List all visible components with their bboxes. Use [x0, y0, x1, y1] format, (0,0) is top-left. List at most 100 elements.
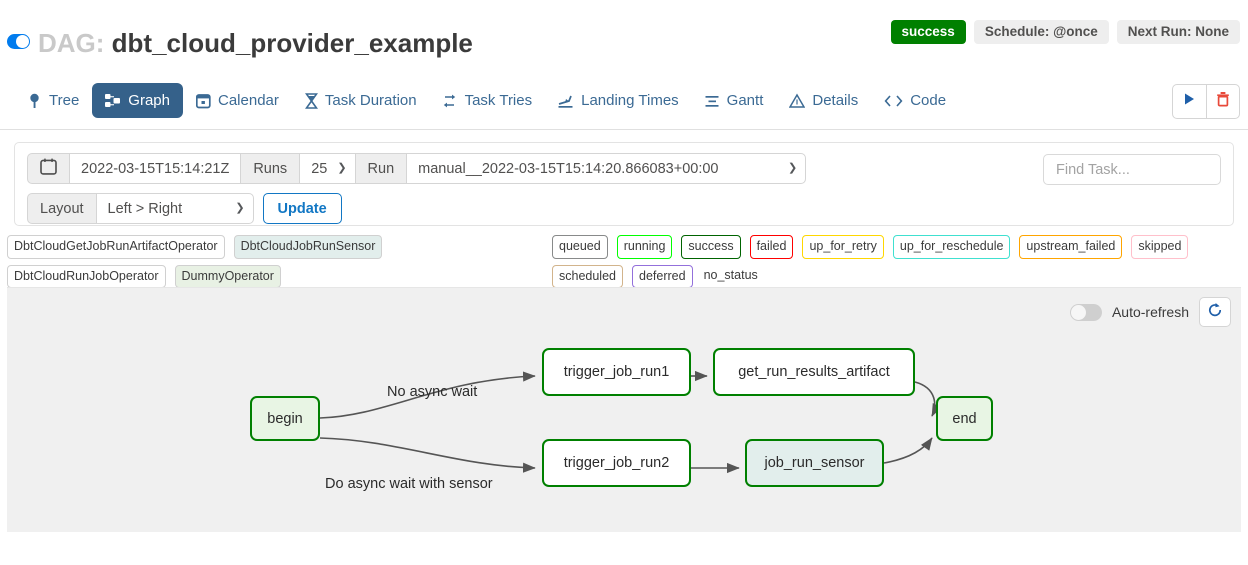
chevron-down-icon: ❯ [235, 202, 245, 214]
tab-calendar-label: Calendar [218, 92, 279, 109]
tab-task-tries-label: Task Tries [464, 92, 533, 109]
gantt-icon [705, 93, 720, 109]
graph-node-trigger-job-run1[interactable]: trigger_job_run1 [542, 348, 691, 396]
state-chip-skipped[interactable]: skipped [1131, 235, 1189, 259]
code-icon [884, 94, 903, 108]
state-chip-deferred[interactable]: deferred [632, 264, 693, 288]
tab-graph-label: Graph [128, 92, 170, 109]
graph-node-begin[interactable]: begin [250, 396, 320, 441]
page-title: DAG: dbt_cloud_provider_example [38, 28, 473, 59]
graph-refresh-controls: Auto-refresh [1069, 297, 1231, 327]
calendar-icon [196, 93, 211, 109]
operator-chip[interactable]: DbtCloudRunJobOperator [7, 264, 166, 288]
header-badges: success Schedule: @once Next Run: None [890, 20, 1240, 44]
chevron-down-icon: ❯ [787, 162, 798, 174]
runs-label: Runs [241, 153, 300, 184]
trash-icon [1216, 91, 1230, 112]
run-select-value: manual__2022-03-15T15:14:20.866083+00:00 [418, 160, 719, 177]
state-chip-running[interactable]: running [616, 235, 673, 259]
page-title-prefix: DAG: [38, 28, 105, 58]
trigger-dag-button[interactable] [1173, 85, 1206, 118]
layout-group: Layout Left > Right ❯ [27, 193, 254, 224]
auto-refresh-label: Auto-refresh [1111, 304, 1189, 320]
tab-graph[interactable]: Graph [92, 83, 183, 118]
layout-select[interactable]: Left > Right ❯ [95, 193, 254, 224]
filter-row-layout: Layout Left > Right ❯ Update [27, 193, 1221, 224]
runs-count-select[interactable]: 25 ❯ [299, 153, 356, 184]
tab-gantt[interactable]: Gantt [692, 83, 777, 118]
tab-task-duration[interactable]: Task Duration [292, 83, 430, 118]
calendar-icon [40, 158, 57, 179]
landing-icon [558, 93, 574, 109]
legend-area: DbtCloudGetJobRunArtifactOperator DbtClo… [7, 235, 1241, 288]
tab-task-tries[interactable]: Task Tries [430, 83, 546, 118]
edge-label-no-async-wait: No async wait [387, 384, 478, 400]
filter-toolbar: 2022-03-15T15:14:21Z Runs 25 ❯ Run manua… [14, 142, 1234, 226]
schedule-badge[interactable]: Schedule: @once [973, 20, 1109, 44]
graph-node-get-run-results-artifact[interactable]: get_run_results_artifact [713, 348, 915, 396]
dag-action-buttons [1172, 84, 1240, 119]
layout-label: Layout [27, 193, 96, 224]
state-chip-no-status[interactable]: no_status [703, 267, 758, 282]
operator-legend: DbtCloudGetJobRunArtifactOperator DbtClo… [7, 235, 537, 288]
operator-chip[interactable]: DbtCloudJobRunSensor [233, 235, 383, 259]
graph-node-trigger-job-run2[interactable]: trigger_job_run2 [542, 439, 691, 487]
tab-code[interactable]: Code [871, 83, 959, 118]
date-picker-button[interactable] [27, 153, 69, 184]
run-label: Run [355, 153, 407, 184]
find-task-input[interactable]: Find Task... [1043, 154, 1221, 185]
state-chip-success[interactable]: success [681, 235, 741, 259]
tab-calendar[interactable]: Calendar [183, 83, 292, 118]
update-button[interactable]: Update [262, 193, 342, 224]
state-chip-upstream-failed[interactable]: upstream_failed [1019, 235, 1123, 259]
chevron-down-icon: ❯ [337, 162, 347, 174]
graph-node-label: job_run_sensor [764, 455, 865, 471]
state-chip-list: queued running success failed up_for_ret… [552, 235, 1241, 288]
delete-dag-button[interactable] [1206, 85, 1239, 118]
state-chip-up-for-retry[interactable]: up_for_retry [802, 235, 884, 259]
graph-node-label: trigger_job_run1 [563, 364, 670, 380]
refresh-button[interactable] [1199, 297, 1231, 327]
edge-label-do-async-wait: Do async wait with sensor [325, 476, 493, 492]
state-chip-queued[interactable]: queued [552, 235, 608, 259]
state-chip-failed[interactable]: failed [749, 235, 794, 259]
graph-node-label: get_run_results_artifact [738, 364, 890, 380]
tab-bar: Tree Graph Calendar Task Duration Task T… [0, 72, 1248, 130]
dag-pause-toggle-knob [16, 35, 29, 48]
state-chip-scheduled[interactable]: scheduled [552, 264, 623, 288]
graph-icon [105, 93, 121, 109]
tab-tree[interactable]: Tree [14, 83, 92, 118]
state-legend: queued running success failed up_for_ret… [552, 235, 1241, 288]
operator-chip-list: DbtCloudGetJobRunArtifactOperator DbtClo… [7, 235, 537, 288]
dag-graph-panel[interactable]: Auto-refresh begin trigger_job_run1 [7, 287, 1241, 532]
auto-refresh-toggle[interactable] [1069, 303, 1102, 321]
run-select[interactable]: manual__2022-03-15T15:14:20.866083+00:00… [406, 153, 807, 184]
graph-node-label: end [952, 410, 977, 427]
tab-details-label: Details [812, 92, 859, 109]
page-header: DAG: dbt_cloud_provider_example success … [0, 0, 1248, 72]
dag-name: dbt_cloud_provider_example [111, 28, 473, 58]
tab-landing-times[interactable]: Landing Times [545, 83, 692, 118]
run-filter-group: 2022-03-15T15:14:21Z Runs 25 ❯ Run manua… [27, 153, 807, 184]
operator-chip[interactable]: DbtCloudGetJobRunArtifactOperator [7, 235, 225, 259]
filter-row-primary: 2022-03-15T15:14:21Z Runs 25 ❯ Run manua… [27, 153, 1221, 184]
tab-gantt-label: Gantt [726, 92, 764, 109]
tab-landing-times-label: Landing Times [581, 92, 679, 109]
state-chip-up-for-reschedule[interactable]: up_for_reschedule [892, 235, 1011, 259]
dag-pause-toggle[interactable] [7, 34, 30, 49]
hourglass-icon [304, 92, 318, 109]
warning-triangle-icon [789, 93, 806, 109]
graph-node-end[interactable]: end [936, 396, 993, 441]
execution-date-input[interactable]: 2022-03-15T15:14:21Z [69, 153, 242, 184]
next-run-badge: Next Run: None [1116, 20, 1240, 44]
tab-task-duration-label: Task Duration [324, 92, 417, 109]
graph-node-job-run-sensor[interactable]: job_run_sensor [745, 439, 884, 487]
operator-chip[interactable]: DummyOperator [174, 264, 281, 288]
tab-code-label: Code [910, 92, 947, 109]
runs-count-value: 25 [311, 160, 328, 177]
refresh-icon [1207, 302, 1223, 323]
graph-node-label: begin [267, 410, 303, 427]
retry-icon [443, 93, 458, 109]
graph-edges [319, 370, 942, 474]
tab-details[interactable]: Details [776, 83, 871, 118]
